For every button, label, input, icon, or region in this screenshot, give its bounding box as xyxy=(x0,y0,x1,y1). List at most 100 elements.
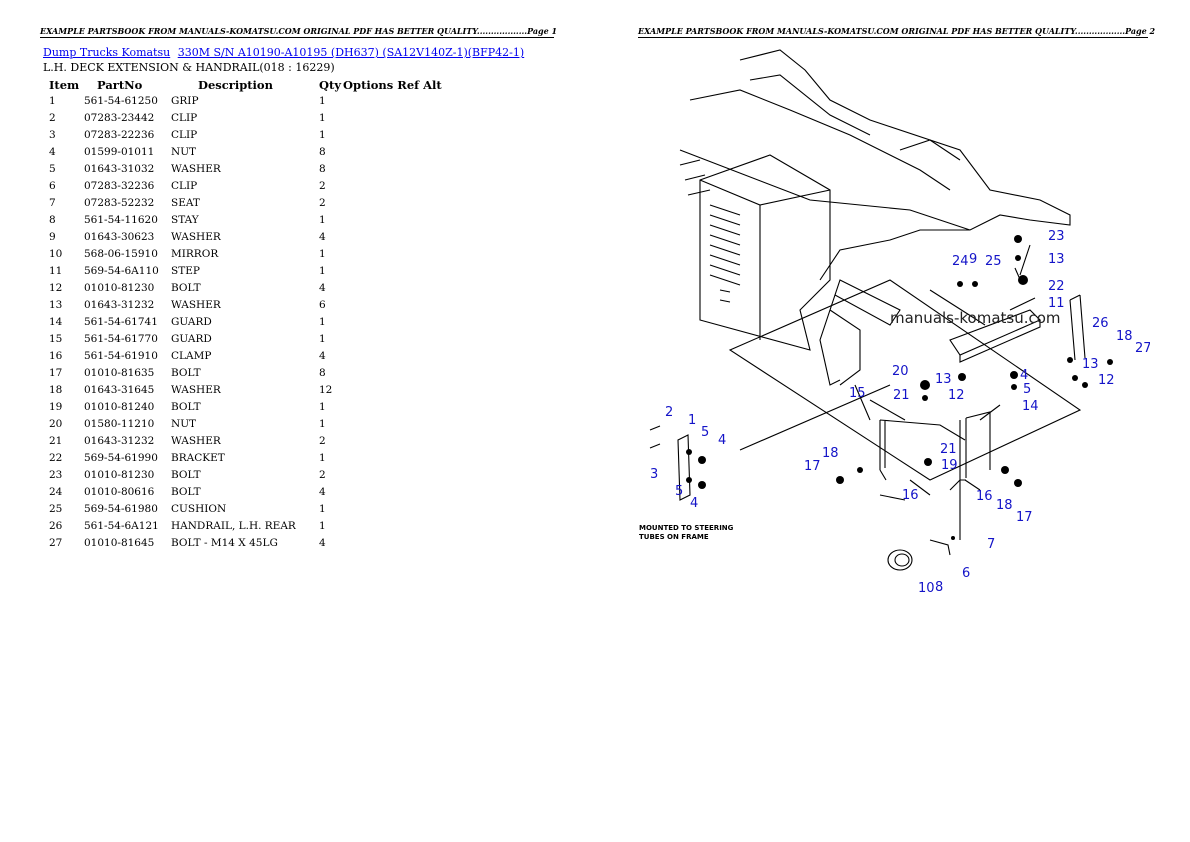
cell-description: BOLT xyxy=(171,281,201,294)
cell-refalt xyxy=(393,500,441,517)
cell-qty: 2 xyxy=(319,468,326,481)
callout-26: 26 xyxy=(1092,316,1109,331)
cell-options xyxy=(341,194,393,211)
watermark-text: manuals-komatsu.com xyxy=(890,309,1061,327)
callout-13b: 13 xyxy=(1082,357,1099,372)
cell-item: 4 xyxy=(49,145,56,158)
cell-qty: 2 xyxy=(319,196,326,209)
cell-qty: 1 xyxy=(319,111,326,124)
cell-item: 19 xyxy=(49,400,63,413)
callout-23: 23 xyxy=(1048,229,1065,244)
cell-options xyxy=(341,432,393,449)
callout-18: 18 xyxy=(1116,329,1133,344)
cell-description: WASHER xyxy=(171,230,221,243)
cell-item: 10 xyxy=(49,247,63,260)
cell-item: 13 xyxy=(49,298,63,311)
cell-description: CUSHION xyxy=(171,502,227,515)
cell-partno: 01643-30623 xyxy=(84,230,155,243)
cell-options xyxy=(341,466,393,483)
cell-qty: 8 xyxy=(319,145,326,158)
callout-13c: 13 xyxy=(935,372,952,387)
cell-item: 27 xyxy=(49,536,63,549)
cell-qty: 1 xyxy=(319,128,326,141)
cell-qty: 1 xyxy=(319,332,326,345)
cell-item: 11 xyxy=(49,264,63,277)
callout-16: 16 xyxy=(902,488,919,503)
cell-options xyxy=(341,483,393,500)
cell-options xyxy=(341,160,393,177)
callout-13: 13 xyxy=(1048,252,1065,267)
cell-refalt xyxy=(393,364,441,381)
callout-4c: 4 xyxy=(690,496,698,511)
cell-description: MIRROR xyxy=(171,247,219,260)
cell-refalt xyxy=(393,483,441,500)
cell-description: BOLT xyxy=(171,485,201,498)
callout-12: 12 xyxy=(1098,373,1115,388)
cell-partno: 07283-22236 xyxy=(84,128,155,141)
parts-table-header: Item PartNo Description Qty Options Ref … xyxy=(43,77,442,92)
breadcrumb-link-category[interactable]: Dump Trucks Komatsu xyxy=(43,46,171,59)
breadcrumb-link-model[interactable]: 330M S/N A10190-A10195 (DH637) (SA12V140… xyxy=(177,46,525,59)
cell-refalt xyxy=(393,177,441,194)
callout-1: 1 xyxy=(688,413,696,428)
col-header-item: Item xyxy=(49,77,80,92)
callout-18b: 18 xyxy=(822,446,839,461)
callout-17: 17 xyxy=(804,459,821,474)
cell-options xyxy=(341,279,393,296)
cell-qty: 8 xyxy=(319,366,326,379)
cell-options xyxy=(341,109,393,126)
col-header-options: Options xyxy=(343,77,394,92)
cell-description: BRACKET xyxy=(171,451,225,464)
breadcrumb: Dump Trucks Komatsu 330M S/N A10190-A101… xyxy=(43,46,528,59)
cell-options xyxy=(341,449,393,466)
cell-qty: 8 xyxy=(319,162,326,175)
cell-qty: 4 xyxy=(319,485,326,498)
cell-description: GRIP xyxy=(171,94,199,107)
cell-qty: 12 xyxy=(319,383,333,396)
cell-options xyxy=(341,177,393,194)
cell-partno: 01580-11210 xyxy=(84,417,155,430)
callout-20: 20 xyxy=(892,364,909,379)
callout-14: 14 xyxy=(1022,399,1039,414)
section-title: L.H. DECK EXTENSION & HANDRAIL(018 : 162… xyxy=(43,61,335,74)
cell-item: 5 xyxy=(49,162,56,175)
cell-partno: 569-54-61990 xyxy=(84,451,158,464)
callout-5: 5 xyxy=(1023,382,1031,397)
cell-refalt xyxy=(393,466,441,483)
cell-description: CLIP xyxy=(171,128,198,141)
cell-qty: 1 xyxy=(319,519,326,532)
cell-partno: 561-54-61770 xyxy=(84,332,158,345)
cell-options xyxy=(341,126,393,143)
cell-item: 14 xyxy=(49,315,63,328)
cell-item: 22 xyxy=(49,451,63,464)
cell-qty: 1 xyxy=(319,417,326,430)
cell-partno: 561-54-6A121 xyxy=(84,519,159,532)
cell-options xyxy=(341,398,393,415)
cell-partno: 07283-32236 xyxy=(84,179,155,192)
callout-4: 4 xyxy=(1020,368,1028,383)
cell-description: NUT xyxy=(171,145,197,158)
cell-refalt xyxy=(393,126,441,143)
cell-description: STAY xyxy=(171,213,199,226)
cell-options xyxy=(341,381,393,398)
cell-qty: 4 xyxy=(319,281,326,294)
cell-partno: 561-54-61741 xyxy=(84,315,158,328)
callout-labels: 23 13 24 9 25 22 11 26 18 27 13 12 20 13… xyxy=(650,229,1150,596)
cell-qty: 4 xyxy=(319,349,326,362)
cell-description: NUT xyxy=(171,417,197,430)
cell-options xyxy=(341,364,393,381)
callout-12b: 12 xyxy=(948,388,965,403)
cell-partno: 01643-31032 xyxy=(84,162,155,175)
